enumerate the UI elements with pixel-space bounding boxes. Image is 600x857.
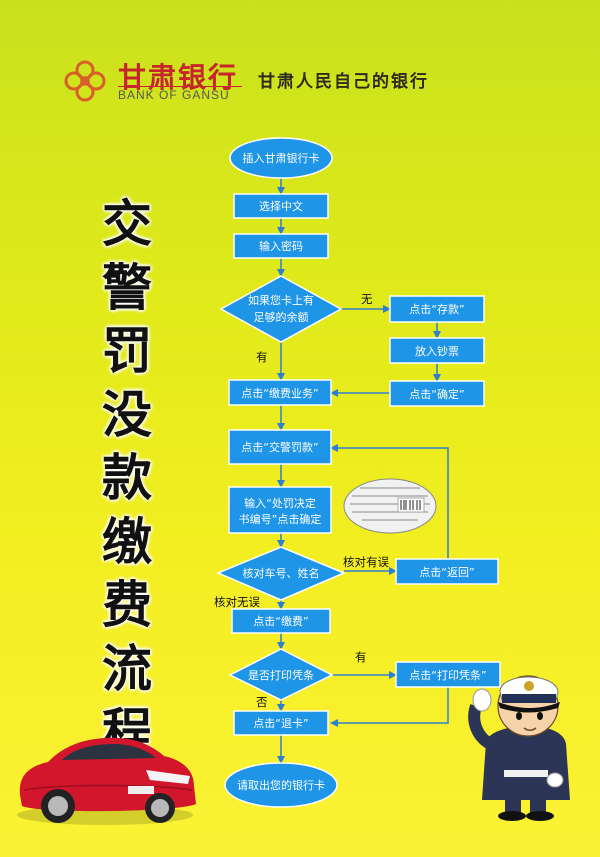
edge-label-match: 核对无误 (214, 595, 260, 609)
node-print-receipt-question (228, 648, 334, 701)
bank-name-en: BANK OF GANSU (118, 88, 230, 102)
title-char: 流 (102, 638, 152, 698)
click-return-label: 点击“返回” (419, 566, 474, 579)
enter-decision-label: 书编号”点击确定 (239, 512, 322, 526)
bank-name-divider (118, 86, 242, 87)
node-balance-check (219, 275, 343, 343)
balance-check-label: 如果您卡上有 (248, 293, 314, 307)
node-insert-cash (389, 337, 485, 364)
node-enter-pin (233, 233, 329, 259)
click-pay-label: 点击“缴费” (253, 614, 308, 628)
click-print-receipt-label: 点击“打印凭条” (409, 668, 486, 682)
select-chinese-label: 选择中文 (259, 199, 303, 213)
insert-card-label: 插入甘肃银行卡 (243, 151, 320, 165)
balance-check-label: 足够的余额 (254, 310, 309, 324)
traffic-fine-label: 点击“交警罚款” (241, 440, 318, 454)
title-char: 交 (102, 194, 152, 253)
penalty-notice-slip-illustration (343, 478, 437, 534)
title-char: 款 (102, 448, 152, 507)
page-title: 交 警 罚 没 款 缴 费 流 程 (92, 192, 162, 764)
node-traffic-fine (228, 429, 332, 465)
node-insert-card (229, 137, 333, 179)
enter-pin-label: 输入密码 (259, 239, 303, 253)
edge-label-mismatch: 核对有误 (343, 555, 389, 569)
bank-logo-icon (64, 60, 106, 102)
payment-service-label: 点击“缴费业务” (241, 386, 318, 400)
bank-slogan: 甘肃人民自己的银行 (258, 72, 429, 92)
edge-label-no-balance: 无 (361, 292, 373, 306)
node-click-print-receipt (395, 661, 501, 688)
node-enter-decision-number (228, 486, 332, 534)
flow-connectors (277, 178, 449, 764)
title-char: 罚 (102, 321, 152, 380)
title-char: 没 (102, 384, 152, 444)
node-click-pay (231, 608, 331, 634)
verify-plate-label: 核对车号、姓名 (243, 566, 320, 580)
node-verify-plate (216, 546, 346, 601)
node-select-chinese (233, 193, 329, 219)
node-click-return (395, 558, 499, 585)
edge-label-print-no: 否 (256, 695, 268, 709)
click-confirm-label: 点击“确定” (409, 387, 464, 401)
bank-name-cn: 甘肃银行 (118, 61, 239, 94)
insert-cash-label: 放入钞票 (415, 344, 459, 358)
enter-decision-label: 输入“处罚决定 (244, 496, 316, 510)
edge-label-print-yes: 有 (355, 650, 367, 664)
node-take-card (224, 762, 338, 808)
title-char: 费 (102, 575, 152, 634)
traffic-police-mascot-illustration (468, 675, 570, 821)
node-click-deposit (389, 295, 485, 323)
node-click-confirm (389, 380, 485, 407)
print-receipt-question-label: 是否打印凭条 (248, 668, 314, 682)
click-eject-card-label: 点击“退卡” (253, 717, 308, 730)
edge-label-has-balance: 有 (256, 350, 268, 364)
take-card-label: 请取出您的银行卡 (237, 778, 325, 792)
red-car-illustration (17, 737, 197, 825)
click-deposit-label: 点击“存款” (409, 302, 464, 316)
node-click-eject-card (233, 710, 329, 736)
title-char: 缴 (102, 511, 152, 571)
title-char: 警 (102, 257, 152, 317)
node-payment-service (228, 379, 332, 406)
